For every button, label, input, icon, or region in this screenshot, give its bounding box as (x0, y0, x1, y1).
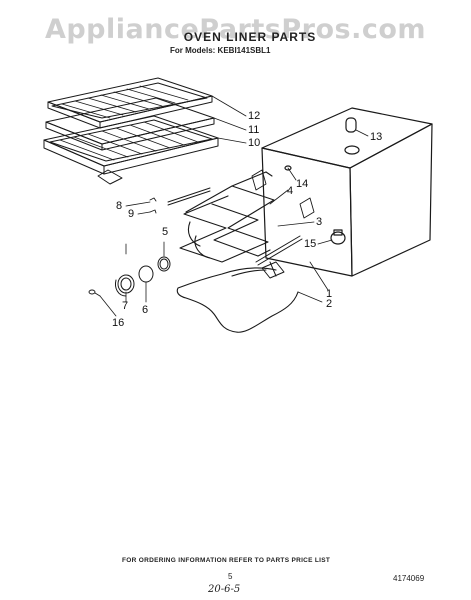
leader-lines (99, 95, 369, 317)
callout-12: 12 (248, 110, 261, 122)
watermark: AppliancePartsPros.com (44, 14, 427, 45)
diagram-title: OVEN LINER PARTS (183, 30, 317, 44)
callout-3: 3 (316, 216, 323, 228)
callout-15: 15 (304, 238, 317, 250)
callout-13: 13 (370, 131, 383, 143)
callout-9: 9 (128, 208, 135, 220)
screw (88, 289, 101, 297)
handwritten-date: 20-6-5 (208, 584, 241, 595)
callout-14: 14 (296, 178, 309, 190)
callout-11: 11 (248, 124, 260, 136)
bake-element (179, 171, 275, 263)
oven-liner-cavity (251, 107, 433, 277)
callout-6: 6 (142, 304, 149, 316)
document-part-number: 4174069 (393, 574, 425, 583)
oven-rack-middle (45, 97, 215, 151)
callout-5: 5 (162, 226, 169, 238)
callout-8: 8 (116, 200, 123, 212)
oven-rack-lower (43, 115, 219, 185)
broil-element (176, 267, 299, 333)
models-line: For Models: KEBI141SBL1 (170, 46, 271, 55)
support-rod-lower (255, 235, 303, 266)
support-rod-upper (167, 187, 211, 206)
oven-light-assembly (115, 256, 171, 297)
ordering-info-note: FOR ORDERING INFORMATION REFER TO PARTS … (122, 557, 331, 564)
small-clips (149, 197, 157, 214)
page-number: 5 (228, 572, 233, 581)
callout-16: 16 (112, 317, 125, 329)
callout-7: 7 (122, 300, 129, 312)
callout-2: 2 (326, 298, 333, 310)
oven-rack-upper (47, 77, 213, 129)
callout-10: 10 (248, 137, 261, 149)
callout-4: 4 (287, 185, 294, 197)
callout-1: 1 (326, 288, 333, 300)
